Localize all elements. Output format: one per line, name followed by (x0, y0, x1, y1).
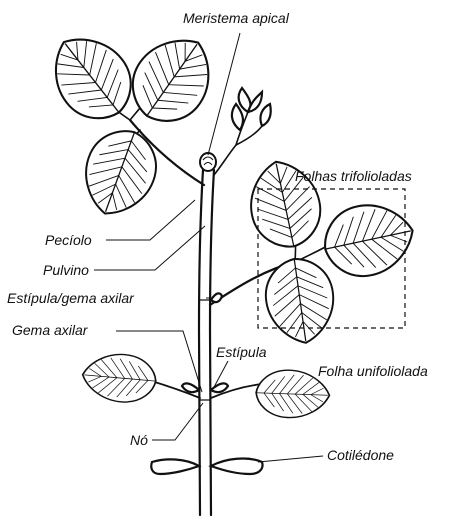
label-cotiledone: Cotilédone (327, 447, 394, 463)
label-estipula-gema-axilar: Estípula/gema axilar (7, 290, 135, 306)
top-trifoliate-leaf (36, 20, 228, 225)
label-folhas-trifolioladas: Folhas trifolioladas (295, 168, 412, 184)
label-pulvino: Pulvino (43, 262, 89, 278)
unifoliate-leaves (81, 351, 331, 419)
label-meristema-apical: Meristema apical (183, 10, 290, 26)
label-peciolo: Pecíolo (45, 232, 92, 248)
label-gema-axilar: Gema axilar (12, 322, 89, 338)
label-no: Nó (130, 432, 148, 448)
cotyledons (151, 459, 262, 474)
main-stem (199, 170, 214, 515)
apical-meristem (200, 153, 216, 171)
label-estipula: Estípula (216, 344, 267, 360)
label-folha-unifoliolada: Folha unifoliolada (318, 363, 428, 379)
